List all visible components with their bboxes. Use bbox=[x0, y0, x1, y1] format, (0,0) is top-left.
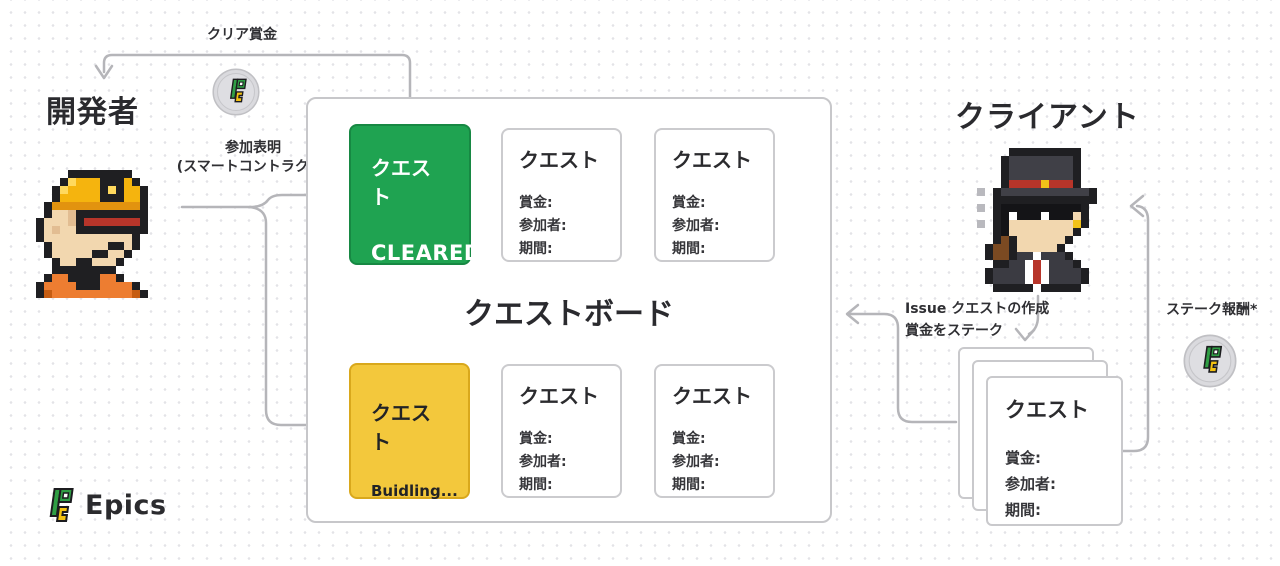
quest-field-period: 期間: bbox=[1005, 501, 1041, 519]
epics-coin-icon bbox=[212, 68, 260, 116]
client-heading: クライアント bbox=[955, 100, 1140, 135]
epics-logo-mark-icon bbox=[49, 488, 74, 522]
quest-card: クエスト 賞金: 参加者: 期間: bbox=[654, 364, 775, 498]
quest-card-title: クエスト bbox=[1005, 398, 1089, 422]
quest-field-participants: 参加者: bbox=[1005, 475, 1056, 493]
stake-reward-label: ステーク報酬* bbox=[1166, 302, 1258, 318]
arrow-client-issue-head bbox=[1014, 327, 1036, 342]
epics-logo-text: Epics bbox=[85, 489, 167, 521]
developer-avatar bbox=[36, 170, 164, 298]
quest-field-reward: 賞金: bbox=[519, 195, 553, 211]
quest-field-period: 期間: bbox=[519, 477, 553, 493]
arrow-stake-reward bbox=[1120, 204, 1150, 453]
clear-reward-label: クリア賞金 bbox=[207, 27, 277, 43]
quest-field-participants: 参加者: bbox=[672, 454, 720, 470]
participation-line1: 参加表明 bbox=[225, 140, 281, 156]
arrow-clear-reward-head bbox=[94, 64, 114, 80]
quest-field-participants: 参加者: bbox=[519, 454, 567, 470]
quest-field-reward: 賞金: bbox=[672, 195, 706, 211]
client-avatar bbox=[977, 148, 1105, 292]
stacked-quest-card-front: クエスト 賞金: 参加者: 期間: bbox=[986, 376, 1123, 526]
quest-card-title: クエスト bbox=[672, 384, 752, 408]
quest-board-title: クエストボード bbox=[464, 297, 674, 332]
arrow-cards-to-board-head bbox=[845, 303, 860, 325]
epics-coin-icon bbox=[1183, 334, 1237, 388]
stake-prize-label: 賞金をステーク bbox=[905, 323, 1003, 339]
quest-card-title: クエスト bbox=[371, 401, 431, 454]
quest-field-reward: 賞金: bbox=[672, 431, 706, 447]
quest-field-reward: 賞金: bbox=[519, 431, 553, 447]
quest-card-title: クエスト bbox=[672, 148, 752, 172]
developer-heading: 開発者 bbox=[46, 95, 139, 130]
epics-logo: Epics bbox=[44, 486, 167, 524]
quest-card-building: クエスト Buidling... bbox=[349, 363, 470, 500]
arrow-stake-reward-head bbox=[1129, 194, 1145, 218]
quest-card-title: クエスト bbox=[371, 156, 431, 209]
participation-label: 参加表明 (スマートコントラクト) bbox=[168, 139, 338, 177]
quest-field-period: 期間: bbox=[519, 241, 553, 257]
quest-card-title: クエスト bbox=[519, 384, 599, 408]
quest-field-period: 期間: bbox=[672, 477, 706, 493]
quest-card-title: クエスト bbox=[519, 148, 599, 172]
quest-card: クエスト 賞金: 参加者: 期間: bbox=[501, 128, 622, 262]
quest-card: クエスト 賞金: 参加者: 期間: bbox=[501, 364, 622, 498]
quest-card-cleared: クエスト CLEARED bbox=[349, 124, 482, 265]
quest-field-participants: 参加者: bbox=[672, 218, 720, 234]
quest-field-period: 期間: bbox=[672, 241, 706, 257]
quest-card-status: Buidling... bbox=[371, 482, 458, 500]
quest-field-participants: 参加者: bbox=[519, 218, 567, 234]
quest-board: クエストボード クエスト CLEARED クエスト 賞金: 参加者: 期間: ク… bbox=[306, 97, 832, 523]
issue-quest-label: Issue クエストの作成 bbox=[905, 301, 1050, 317]
quest-field-reward: 賞金: bbox=[1005, 449, 1041, 467]
quest-card: クエスト 賞金: 参加者: 期間: bbox=[654, 128, 775, 262]
quest-card-status: CLEARED bbox=[371, 241, 482, 265]
participation-line2: (スマートコントラクト) bbox=[176, 159, 330, 175]
